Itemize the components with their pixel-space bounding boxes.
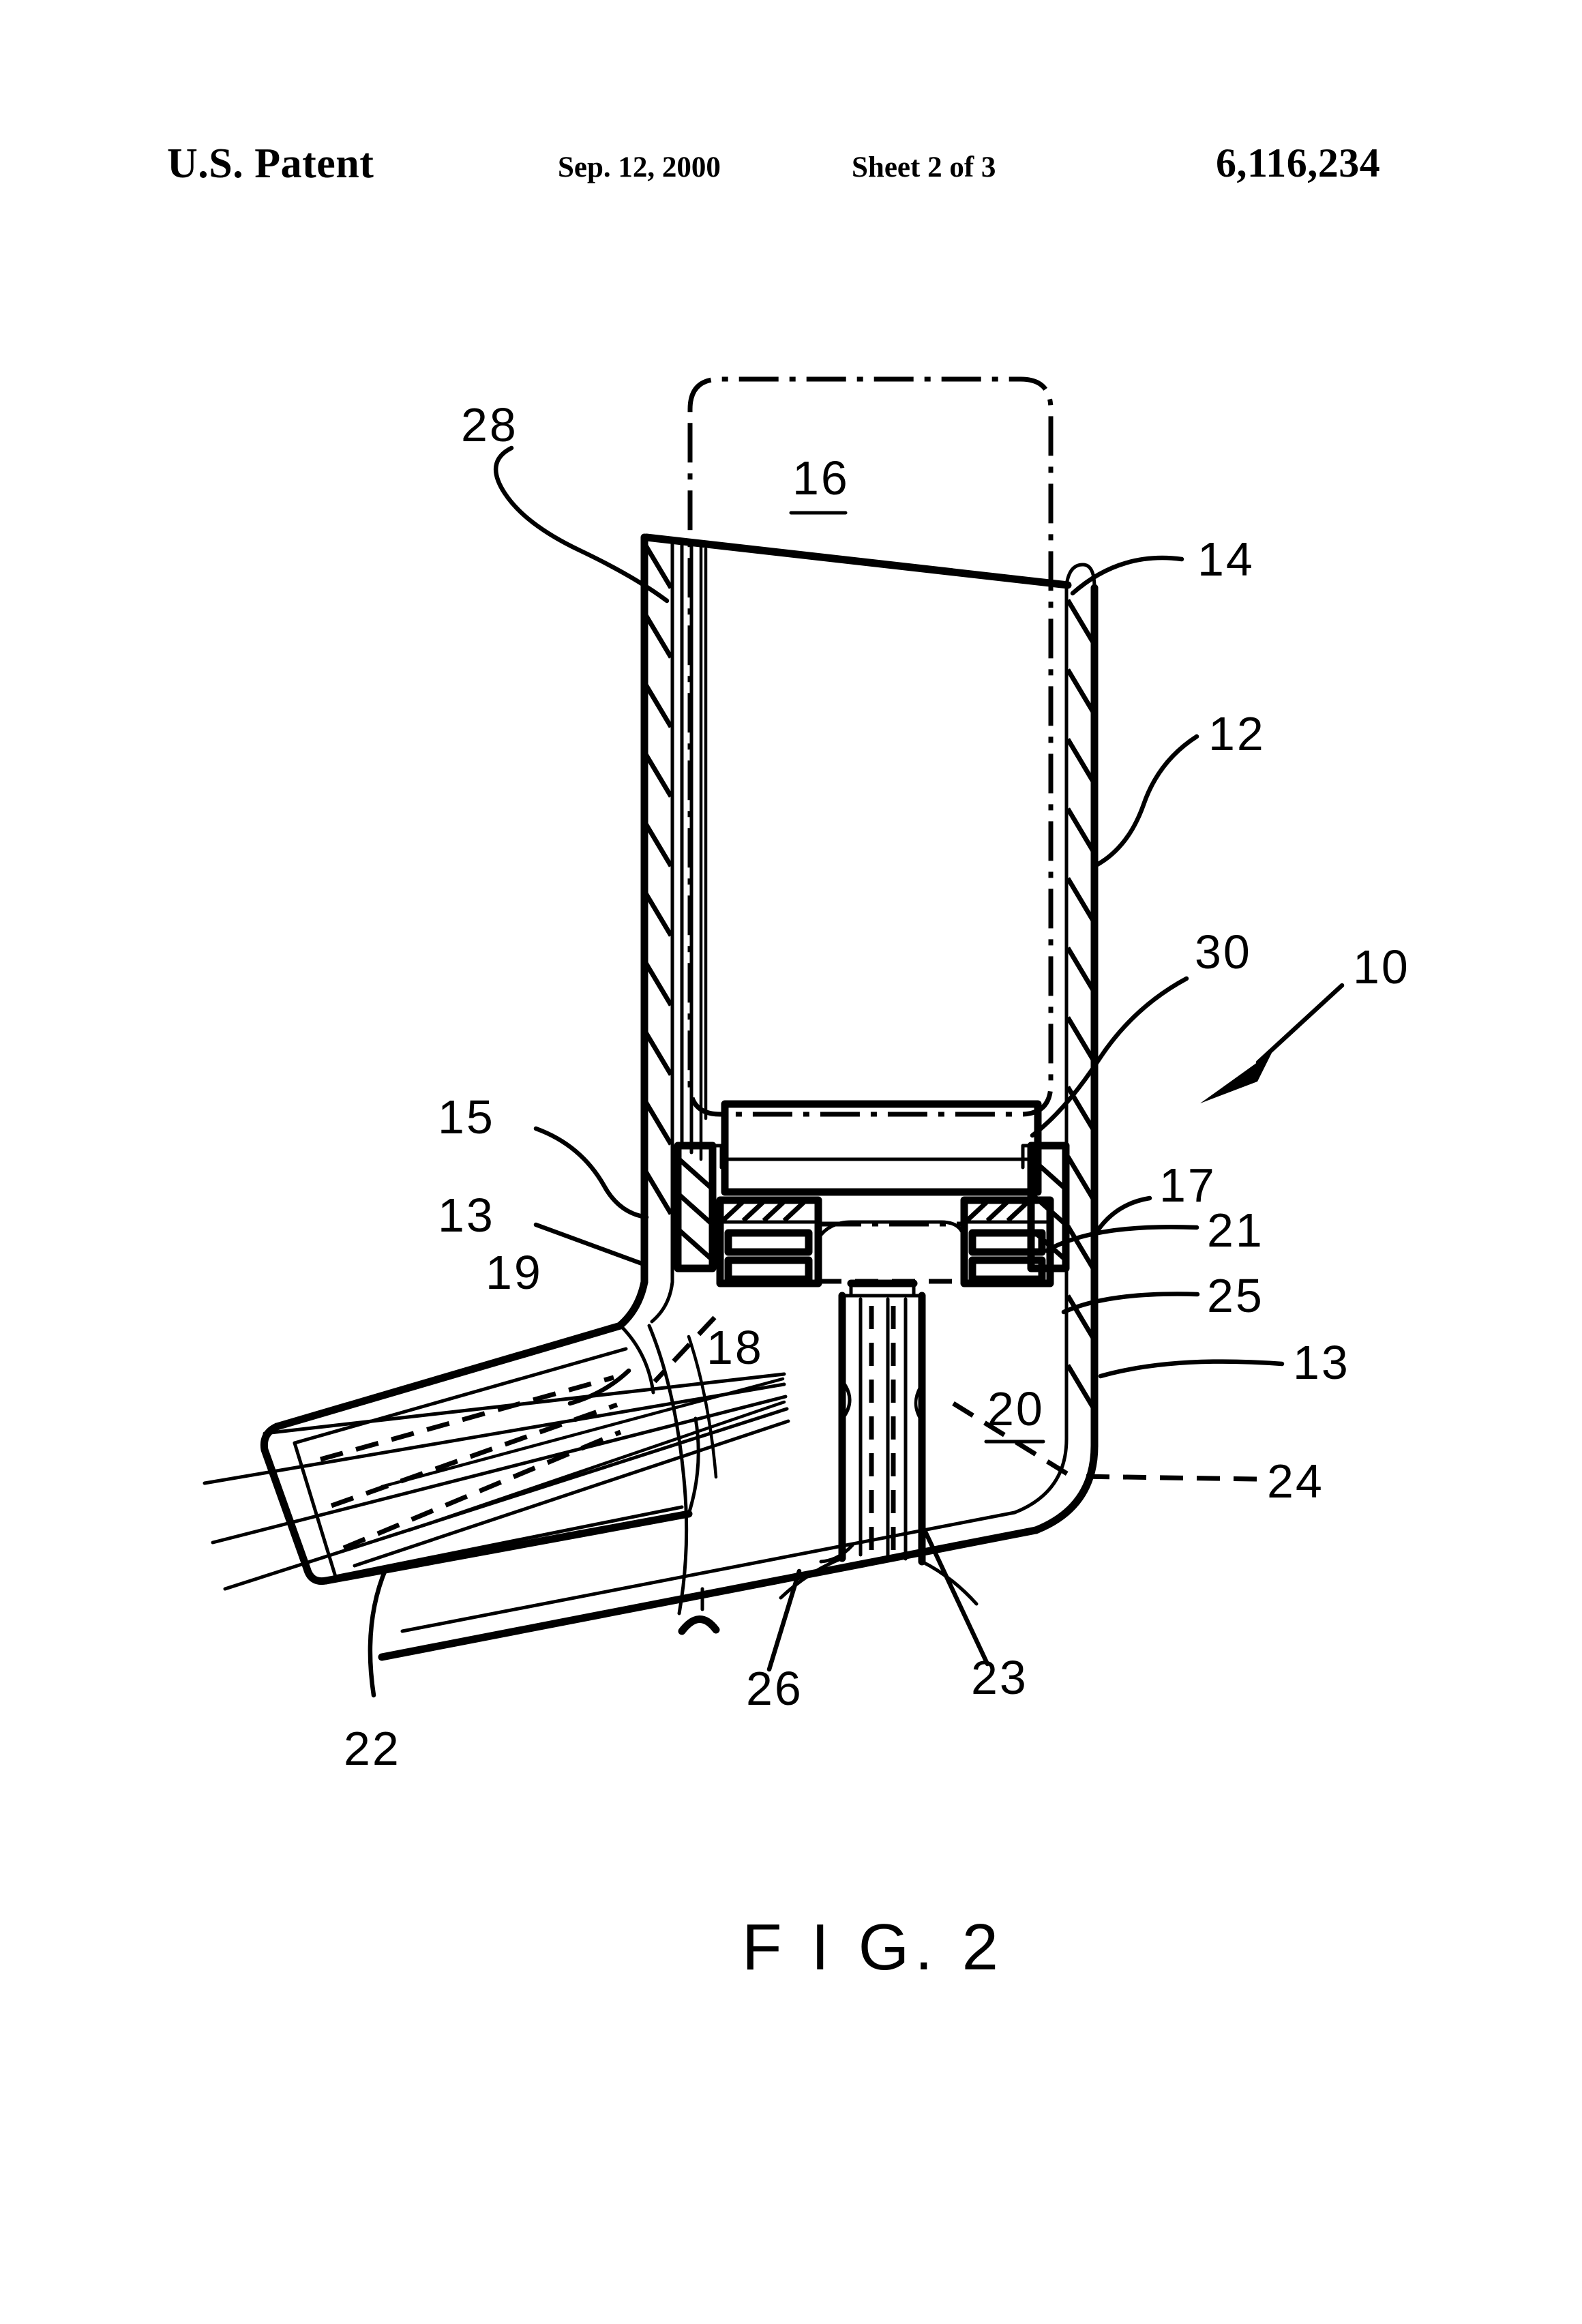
callout-24-label: 24: [1267, 1455, 1324, 1508]
callout-19-label: 19: [486, 1246, 543, 1299]
leader-22: [368, 1566, 389, 1698]
callout-16: 16: [789, 451, 850, 515]
leader-17: [1094, 1195, 1152, 1235]
arrowhead-10: [1200, 1052, 1272, 1103]
callout-17-label: 17: [1159, 1159, 1217, 1212]
container-lid-14: [642, 533, 1072, 589]
leader-20: [952, 1401, 1076, 1480]
leader-12: [1094, 734, 1199, 867]
callout-13-right: 13: [1293, 1336, 1350, 1389]
callout-28-label: 28: [461, 398, 518, 451]
leader-14: [1070, 555, 1184, 596]
callout-14: 14: [1197, 533, 1255, 586]
callout-10-label: 10: [1353, 940, 1410, 994]
patent-number: 6,116,234: [1216, 140, 1381, 185]
callout-20-label: 20: [987, 1382, 1045, 1435]
callout-13-left: 13: [438, 1189, 495, 1242]
leader-13-left: [533, 1222, 646, 1267]
leader-19: [567, 1368, 631, 1406]
callout-16-label: 16: [792, 451, 850, 505]
callout-22: 22: [344, 1722, 401, 1775]
leader-lines: [368, 445, 1345, 1698]
callout-21-label: 21: [1207, 1204, 1264, 1257]
callout-10: 10: [1353, 940, 1410, 994]
phantom-bag-outline-16: [687, 376, 1054, 1117]
callout-18-label: 18: [706, 1321, 764, 1374]
callout-13-right-label: 13: [1293, 1336, 1350, 1389]
callout-25: 25: [1207, 1269, 1264, 1322]
callout-15: 15: [438, 1090, 495, 1144]
figure-caption: F I G. 2: [742, 1911, 1004, 1984]
callout-23-label: 23: [971, 1651, 1028, 1704]
figure-caption-text: F I G. 2: [742, 1911, 1004, 1984]
callout-20: 20: [984, 1382, 1045, 1444]
spray-flow-lines: [203, 1372, 790, 1591]
patent-office-title: U.S. Patent: [167, 140, 374, 187]
callout-30-label: 30: [1195, 925, 1252, 979]
callout-12-label: 12: [1208, 707, 1266, 760]
callout-21: 21: [1207, 1204, 1264, 1257]
callout-28: 28: [461, 398, 518, 451]
callout-17: 17: [1159, 1159, 1217, 1212]
leader-13-right: [1098, 1359, 1285, 1379]
callout-30: 30: [1195, 925, 1252, 979]
container-bottom-wall: [378, 1510, 1040, 1661]
inner-cavity-18: [647, 1324, 718, 1615]
patent-header: U.S. Patent Sep. 12, 2000 Sheet 2 of 3 6…: [0, 140, 1582, 201]
pump-head-block-30: [721, 1100, 1042, 1196]
seal-assembly-left: [674, 1142, 822, 1287]
leader-30: [1030, 976, 1189, 1138]
leader-10: [1255, 983, 1345, 1065]
callout-19: 19: [486, 1246, 543, 1299]
callout-23: 23: [971, 1651, 1028, 1704]
leader-28: [493, 445, 670, 604]
seal-assembly-right: [960, 1142, 1070, 1287]
leader-24: [1078, 1474, 1257, 1482]
callout-24: 24: [1267, 1455, 1324, 1508]
callout-18: 18: [706, 1321, 764, 1374]
leader-26: [766, 1568, 802, 1672]
callout-12: 12: [1208, 707, 1266, 760]
callout-15-label: 15: [438, 1090, 495, 1144]
leader-25: [1061, 1292, 1200, 1315]
patent-issue-date: Sep. 12, 2000: [558, 151, 721, 183]
callout-25-label: 25: [1207, 1269, 1264, 1322]
sheet-indicator: Sheet 2 of 3: [852, 151, 996, 183]
leader-15: [533, 1126, 649, 1220]
leader-21: [1044, 1224, 1199, 1253]
callout-26-label: 26: [746, 1662, 803, 1715]
container-shoulder-left: [616, 1278, 674, 1330]
leader-23: [922, 1528, 990, 1667]
container-left-wall: [640, 533, 703, 1286]
base-notch-26: [678, 1587, 720, 1635]
callout-26: 26: [746, 1662, 803, 1715]
callout-22-label: 22: [344, 1722, 401, 1775]
valve-centre-body-25: [816, 1220, 966, 1284]
dip-tube-20: [779, 1279, 979, 1606]
leader-18: [653, 1315, 717, 1384]
callout-14-label: 14: [1197, 533, 1255, 586]
callout-13-left-label: 13: [438, 1189, 495, 1242]
